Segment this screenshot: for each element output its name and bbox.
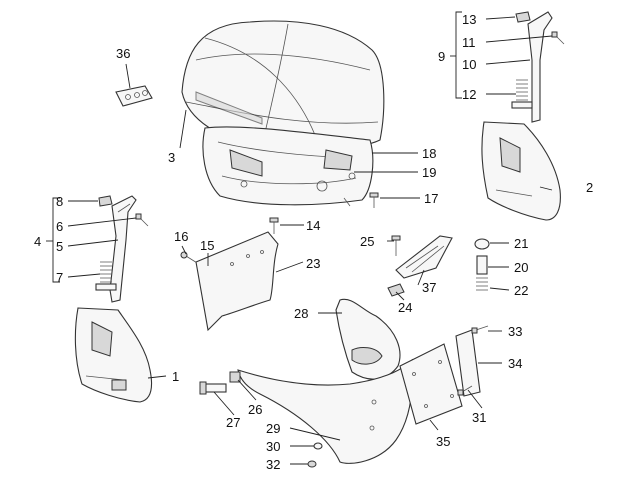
- part-8-pad: [98, 195, 113, 207]
- callout-31: 31: [472, 410, 486, 425]
- part-31-screw: [457, 385, 473, 396]
- part-32-nut: [307, 460, 317, 468]
- callout-34: 34: [508, 356, 522, 371]
- callout-32: 32: [266, 457, 280, 472]
- callout-24: 24: [398, 300, 412, 315]
- callout-4: 4: [34, 234, 41, 249]
- part-30-washer: [313, 442, 323, 450]
- part-27-bolt: [199, 381, 227, 395]
- leader-lines: [46, 11, 553, 465]
- part-2-right-side-plate: [481, 121, 561, 221]
- part-14-screw: [269, 217, 279, 234]
- part-11-screw: [551, 31, 565, 45]
- part-29-mudguard: [237, 358, 413, 464]
- callout-33: 33: [508, 324, 522, 339]
- callout-12: 12: [462, 87, 476, 102]
- callout-6: 6: [56, 219, 63, 234]
- callout-16: 16: [174, 229, 188, 244]
- callout-25: 25: [360, 234, 374, 249]
- callout-30: 30: [266, 439, 280, 454]
- part-7-spring: [95, 261, 117, 291]
- callout-13: 13: [462, 12, 476, 27]
- part-17-screw: [369, 192, 379, 208]
- callout-22: 22: [514, 283, 528, 298]
- part-1-left-side-plate: [74, 307, 153, 403]
- part-10-hinge-bracket: [527, 11, 553, 123]
- callout-15: 15: [200, 238, 214, 253]
- callout-3: 3: [168, 150, 175, 165]
- callout-37: 37: [422, 280, 436, 295]
- callout-29: 29: [266, 421, 280, 436]
- part-12-spring: [511, 79, 533, 109]
- part-22-spring: [476, 277, 488, 291]
- part-33-screw: [471, 325, 489, 334]
- callout-35: 35: [436, 434, 450, 449]
- callout-26: 26: [248, 402, 262, 417]
- part-24-clip: [387, 283, 405, 297]
- callout-21: 21: [514, 236, 528, 251]
- part-20-pin: [476, 255, 488, 275]
- part-5-hinge-bracket: [109, 195, 137, 303]
- part-36-grip: [115, 85, 153, 107]
- callout-labels: 1 2 3 4 5 6 7 8 9 10 11 12 13 14 15 16 1…: [34, 12, 593, 472]
- callout-5: 5: [56, 239, 63, 254]
- callout-20: 20: [514, 260, 528, 275]
- callout-23: 23: [306, 256, 320, 271]
- part-6-screw: [135, 213, 149, 227]
- callout-1: 1: [172, 369, 179, 384]
- part-35-license-plate: [399, 343, 463, 425]
- callout-28: 28: [294, 306, 308, 321]
- part-19-rack-frame: [202, 126, 374, 207]
- callout-19: 19: [422, 165, 436, 180]
- callout-14: 14: [306, 218, 320, 233]
- part-26-nut: [229, 371, 241, 383]
- callout-27: 27: [226, 415, 240, 430]
- part-23-panel: [195, 231, 279, 332]
- callout-10: 10: [462, 57, 476, 72]
- callout-11: 11: [462, 35, 476, 50]
- callout-2: 2: [586, 180, 593, 195]
- callout-7: 7: [56, 270, 63, 285]
- callout-9: 9: [438, 49, 445, 64]
- callout-8: 8: [56, 194, 63, 209]
- callout-17: 17: [424, 191, 438, 206]
- part-25-screw: [391, 235, 401, 256]
- part-21-cap: [474, 238, 490, 250]
- callout-18: 18: [422, 146, 436, 161]
- callout-36: 36: [116, 46, 130, 61]
- part-37-reflector: [395, 235, 453, 279]
- part-34-plate-bracket: [455, 329, 481, 397]
- part-28-mudguard-upper: [335, 298, 401, 380]
- part-13-pad: [515, 11, 531, 23]
- part-3-top-case: [181, 20, 385, 150]
